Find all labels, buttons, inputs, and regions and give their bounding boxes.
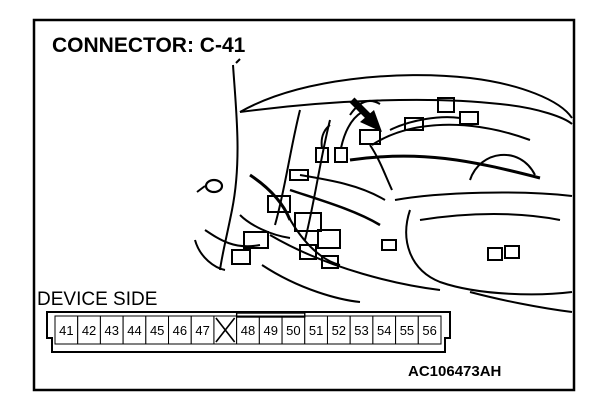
figure-code: AC106473AH (408, 363, 501, 380)
pin-label: 43 (105, 323, 119, 338)
empty-slot-mark (215, 317, 236, 343)
pin-label: 44 (127, 323, 141, 338)
pin-label: 51 (309, 323, 323, 338)
pin-group-tab (235, 312, 306, 318)
pin-label: 48 (241, 323, 255, 338)
pin-row: 41 42 43 44 45 46 47 48 49 50 51 52 53 54 55 56 (54, 312, 442, 345)
location-arrow (349, 97, 382, 132)
pin-label: 50 (286, 323, 300, 338)
pin-label: 56 (422, 323, 436, 338)
pin-label: 41 (59, 323, 73, 338)
pin-label: 45 (150, 323, 164, 338)
device-side-label: DEVICE SIDE (37, 289, 157, 310)
diagram-title: CONNECTOR: C-41 (52, 34, 246, 57)
dashboard-illustration (194, 58, 573, 313)
connector-face: 41 42 43 44 45 46 47 48 49 50 51 52 53 54 55 56 (46, 311, 451, 353)
pin-label: 52 (332, 323, 346, 338)
pin-label: 42 (82, 323, 96, 338)
pin-label: 47 (195, 323, 209, 338)
pin-label: 54 (377, 323, 391, 338)
pin-label: 46 (173, 323, 187, 338)
outer-frame (32, 18, 576, 392)
pin-cell (417, 315, 442, 345)
pin-label: 53 (354, 323, 368, 338)
pin-label: 49 (263, 323, 277, 338)
pin-label: 55 (400, 323, 414, 338)
